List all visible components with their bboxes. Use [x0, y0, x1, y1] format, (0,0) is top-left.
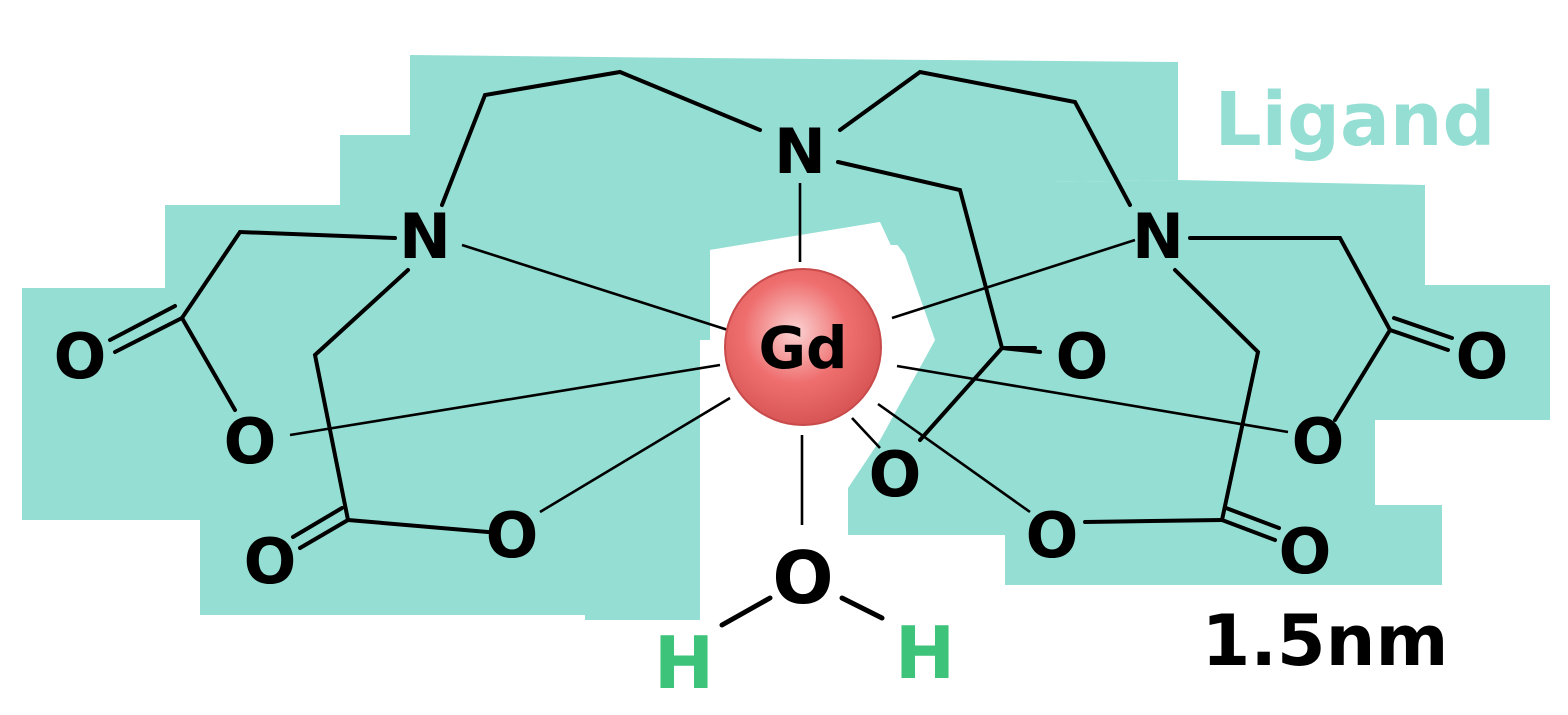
oxygen-atom-right-mid: O: [1292, 405, 1345, 478]
oxygen-atom-far-right: O: [1456, 320, 1509, 393]
hydrogen-atom-right: H: [895, 611, 955, 695]
backbone-bonds: [108, 69, 1454, 550]
ligand-region-top: [700, 58, 1178, 250]
ligand-label: Ligand: [1214, 77, 1495, 163]
oxygen-atom-center-low: O: [869, 438, 922, 511]
hydrogen-atom-left: H: [654, 621, 714, 705]
oxygen-atom-center-right: O: [1056, 320, 1109, 393]
water-bonds: [719, 595, 885, 628]
oxygen-atom-far-left: O: [54, 320, 107, 393]
oxygen-atom-left-mid: O: [224, 405, 277, 478]
water-oxygen-atom: O: [772, 536, 833, 620]
oxygen-atom-right-inner: O: [1026, 499, 1079, 572]
oxygen-atom-right-bottom: O: [1279, 515, 1332, 588]
coordination-bonds: [289, 183, 1289, 525]
ligand-region-right: [848, 180, 1550, 585]
gd-label: Gd: [758, 314, 847, 382]
nitrogen-atom-right: N: [1132, 200, 1184, 273]
gd-atom: [724, 268, 882, 426]
scale-label: 1.5nm: [1202, 600, 1449, 682]
nitrogen-atom-top: N: [774, 115, 826, 188]
oxygen-atom-left-bottom: O: [244, 525, 297, 598]
nitrogen-atom-left: N: [399, 200, 451, 273]
oxygen-atom-left-inner: O: [486, 499, 539, 572]
ligand-region-left: [22, 55, 710, 620]
